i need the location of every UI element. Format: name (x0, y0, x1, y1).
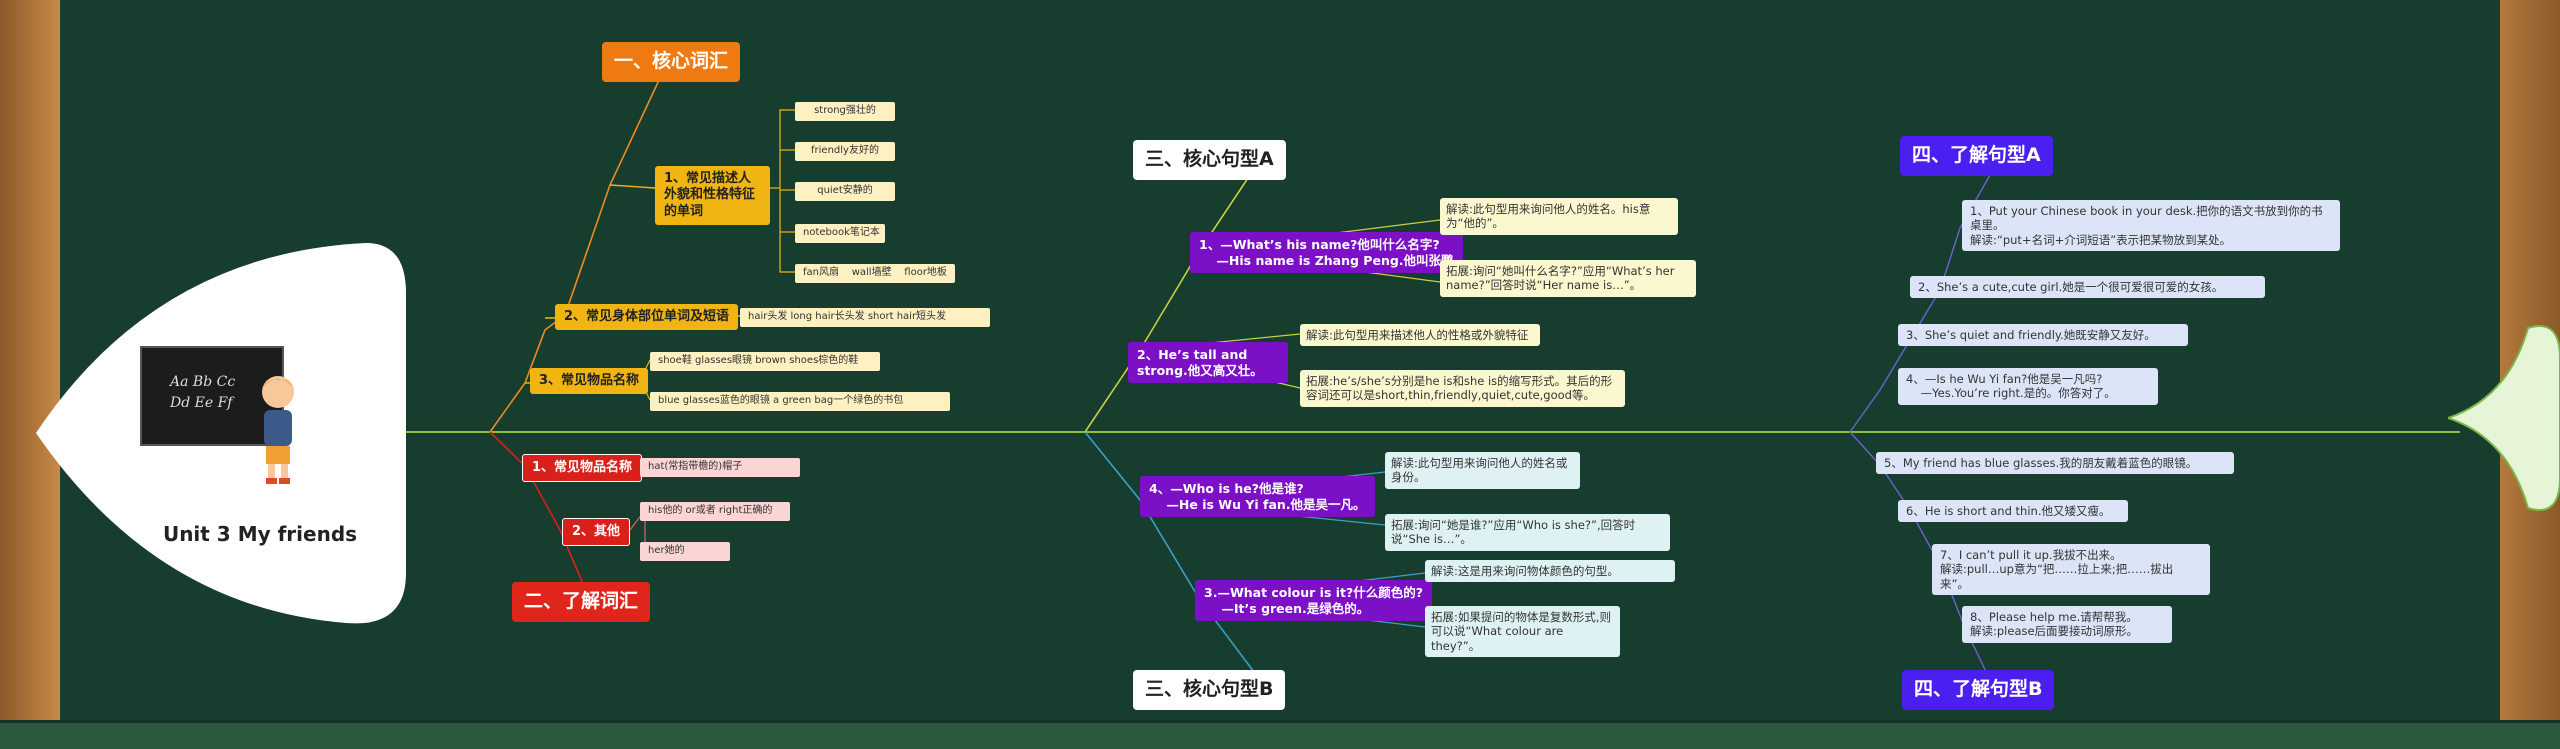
vocab-core-header[interactable]: 一、核心词汇 (602, 42, 741, 82)
leaves-g1 (779, 109, 795, 273)
branch-core-b (1084, 431, 1261, 681)
core-b-s4-note1[interactable]: 解读:此句型用来询问他人的姓名或身份。 (1385, 452, 1580, 489)
core-a-s2-note2[interactable]: 拓展:he’s/she’s分别是he is和she is的缩写形式。其后的形容词… (1300, 370, 1625, 407)
boy-icon (262, 376, 294, 484)
know-a-item4[interactable]: 4、—Is he Wu Yi fan?他是吴一凡吗? —Yes.You’re r… (1898, 368, 2158, 405)
branch-vocab-extra (489, 431, 591, 601)
vocab-core-g3-leaf1[interactable]: shoe鞋 glasses眼镜 brown shoes棕色的鞋 (650, 352, 880, 371)
core-b-sentence4[interactable]: 4、—Who is he?他是谁? —He is Wu Yi fan.他是吴一凡… (1140, 476, 1375, 518)
core-b-s4-note2[interactable]: 拓展:询问“她是谁?”应用“Who is she?”,回答时说“She is…”… (1385, 514, 1670, 551)
know-b-item6[interactable]: 6、He is short and thin.他又矮又瘦。 (1898, 500, 2128, 523)
know-b-item8[interactable]: 8、Please help me.请帮帮我。 解读:please后面要接动词原形… (1962, 606, 2172, 643)
core-b-s3-note1[interactable]: 解读:这是用来询问物体颜色的句型。 (1425, 560, 1675, 583)
know-b-item7[interactable]: 7、I can’t pull it up.我拔不出来。 解读:pull…up意为… (1932, 544, 2210, 596)
vocab-extra-g2-leaf2[interactable]: her她的 (640, 542, 730, 561)
vocab-core-g1-leaf4[interactable]: notebook笔记本 (795, 224, 885, 243)
vocab-extra-g1-leaf1[interactable]: hat(常指带檐的)帽子 (640, 458, 800, 477)
vocab-core-g1-leaf1[interactable]: strong强壮的 (795, 102, 895, 121)
vocab-core-g1-leaf3[interactable]: quiet安静的 (795, 182, 895, 201)
core-b-s3-note2[interactable]: 拓展:如果提问的物体是复数形式,则可以说“What colour are the… (1425, 606, 1620, 658)
chalk-tray (0, 720, 2560, 749)
vocab-core-group2[interactable]: 2、常见身体部位单词及短语 (555, 304, 739, 331)
vocab-core-g3-leaf2[interactable]: blue glasses蓝色的眼镜 a green bag一个绿色的书包 (650, 392, 950, 411)
vocab-extra-g2-leaf1[interactable]: his他的 or或者 right正确的 (640, 502, 790, 521)
blackboard-letters: Aa Bb Cc Dd Ee Ff (170, 372, 235, 414)
know-b-header[interactable]: 四、了解句型B (1902, 670, 2055, 710)
branch-g1 (609, 184, 656, 189)
branch-core-a (1084, 159, 1261, 433)
vocab-core-g2-leaf1[interactable]: hair头发 long hair长头发 short hair短头发 (740, 308, 990, 327)
root-title: Unit 3 My friends (162, 522, 358, 546)
fishtail-leaf-shape (2448, 325, 2560, 511)
core-a-sentence1[interactable]: 1、—What’s his name?他叫什么名字? —His name is … (1190, 232, 1463, 274)
core-a-header[interactable]: 三、核心句型A (1133, 140, 1286, 180)
know-a-item2[interactable]: 2、She’s a cute,cute girl.她是一个很可爱很可爱的女孩。 (1910, 276, 2265, 299)
core-a-sentence2[interactable]: 2、He’s tall and strong.他又高又壮。 (1128, 342, 1288, 384)
board-letters-row1: Aa Bb Cc (170, 374, 236, 390)
vocab-extra-group2[interactable]: 2、其他 (562, 518, 631, 547)
core-b-header[interactable]: 三、核心句型B (1133, 670, 1286, 710)
core-a-s1-note2[interactable]: 拓展:询问“她叫什么名字?”应用“What’s her name?”回答时说“H… (1440, 260, 1696, 297)
core-b-sentence3[interactable]: 3.—What colour is it?什么颜色的? —It’s green.… (1195, 580, 1433, 622)
board-letters-row2: Dd Ee Ff (170, 395, 233, 411)
core-a-s2-note1[interactable]: 解读:此句型用来描述他人的性格或外貌特征 (1300, 324, 1540, 347)
blackboard-illustration (140, 346, 284, 446)
know-a-item3[interactable]: 3、She’s quiet and friendly.她既安静又友好。 (1898, 324, 2188, 347)
vocab-core-group1[interactable]: 1、常见描述人外貌和性格特征的单词 (655, 166, 770, 225)
vocab-extra-group1[interactable]: 1、常见物品名称 (522, 454, 643, 483)
core-a-s1-note1[interactable]: 解读:此句型用来询问他人的姓名。his意为“他的”。 (1440, 198, 1678, 235)
know-a-item1[interactable]: 1、Put your Chinese book in your desk.把你的… (1962, 200, 2340, 252)
know-b-item5[interactable]: 5、My friend has blue glasses.我的朋友戴着蓝色的眼镜… (1876, 452, 2234, 475)
vocab-extra-header[interactable]: 二、了解词汇 (512, 582, 651, 622)
vocab-core-g1-leaf5[interactable]: fan风扇 wall墙壁 floor地板 (795, 264, 955, 283)
vocab-core-g1-leaf2[interactable]: friendly友好的 (795, 142, 895, 161)
know-a-header[interactable]: 四、了解句型A (1900, 136, 2053, 176)
vocab-core-group3[interactable]: 3、常见物品名称 (530, 368, 649, 395)
